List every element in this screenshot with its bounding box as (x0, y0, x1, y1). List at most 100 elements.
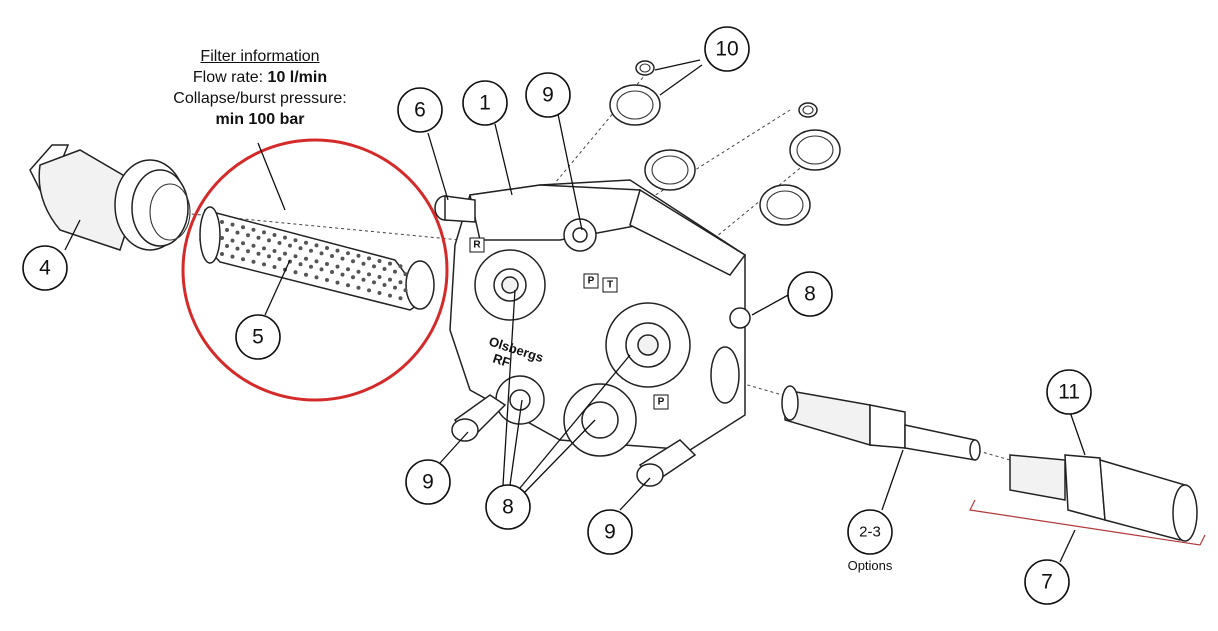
perforation-hole (335, 264, 340, 269)
perforation-hole (293, 270, 298, 275)
perforation-hole (367, 272, 371, 277)
bracket-7 (969, 499, 1206, 546)
perforation-hole (346, 283, 350, 288)
perforation-hole (272, 249, 277, 253)
perforation-hole (283, 235, 287, 240)
callout-8-right: 8 (787, 271, 833, 317)
callout-2-3: 2-3 (847, 509, 893, 555)
perforation-hole (272, 233, 277, 237)
perforation-hole (293, 254, 298, 259)
port-label-t: T (607, 280, 613, 291)
flow-rate-value: 10 l/min (267, 69, 328, 86)
perforation-hole (393, 285, 397, 290)
port-label-p2: P (658, 397, 665, 408)
perforation-hole (262, 230, 266, 235)
perforation-hole (367, 288, 371, 293)
perforation-hole (356, 253, 361, 258)
perforation-hole (309, 248, 313, 253)
perforation-hole (346, 251, 350, 256)
filter-housing-part (29, 144, 191, 251)
perforation-hole (335, 280, 340, 285)
callout-8-bottom: 8 (485, 484, 531, 530)
filter-element-part (199, 206, 435, 311)
perforation-hole (256, 251, 261, 256)
perforation-hole (335, 248, 340, 253)
svg-text:9: 9 (604, 521, 616, 544)
svg-text:8: 8 (502, 496, 514, 519)
perforation-hole (225, 228, 229, 232)
perforation-hole (241, 257, 245, 262)
perforation-hole (398, 296, 403, 301)
perforation-hole (325, 278, 329, 282)
perforation-hole (251, 227, 256, 232)
callout-6: 6 (397, 87, 443, 133)
perforation-hole (246, 233, 250, 238)
perforation-hole (377, 291, 382, 295)
perforation-hole (351, 259, 355, 264)
perforation-hole (319, 267, 324, 272)
options-label: Options (847, 558, 893, 573)
filter-highlight-circle (181, 138, 449, 402)
spool-cartridge-part (781, 385, 981, 461)
brand-text-2: RF (491, 351, 512, 371)
perforation-hole (340, 272, 345, 277)
perforation-hole (277, 241, 282, 245)
perforation-hole (377, 259, 382, 263)
perforation-hole (314, 243, 319, 248)
valve-block-part: R P T P Olsbergs RF (449, 179, 751, 457)
svg-text:9: 9 (422, 471, 434, 494)
flow-rate-line: Flow rate: 10 l/min (150, 67, 370, 88)
flow-rate-label: Flow rate: (192, 69, 268, 86)
seal-rings (609, 60, 841, 226)
perforation-hole (241, 241, 245, 246)
perforation-hole (220, 220, 224, 224)
pressure-label: Collapse/burst pressure: (173, 90, 347, 107)
perforation-hole (388, 261, 392, 266)
perforation-hole (262, 246, 266, 251)
perforation-hole (304, 256, 308, 261)
filter-info-title: Filter information (200, 48, 320, 65)
perforation-hole (277, 257, 282, 261)
perforation-hole (262, 262, 266, 267)
perforation-hole (288, 243, 292, 248)
fitting-part-6 (434, 195, 476, 223)
callout-9-bottom: 9 (587, 509, 633, 555)
perforation-hole (267, 238, 271, 243)
svg-text:1: 1 (479, 92, 491, 115)
perforation-hole (388, 277, 392, 282)
perforation-hole (361, 261, 366, 266)
perforation-hole (382, 283, 387, 287)
perforation-hole (241, 225, 245, 230)
callout-9-top: 9 (525, 72, 571, 118)
perforation-hole (367, 256, 371, 261)
perforation-hole (330, 254, 334, 258)
perforation-hole (356, 269, 361, 274)
perforation-hole (388, 293, 392, 298)
perforation-hole (256, 235, 261, 240)
perforation-hole (372, 280, 376, 285)
perforation-hole (325, 246, 329, 250)
perforation-hole (361, 277, 366, 282)
cap-spring-part (1009, 454, 1198, 542)
perforation-hole (325, 262, 329, 266)
perforation-hole (293, 238, 298, 243)
perforation-hole (220, 252, 224, 256)
svg-text:8: 8 (804, 283, 816, 306)
perforation-hole (225, 244, 229, 248)
svg-text:11: 11 (1058, 381, 1080, 404)
svg-text:6: 6 (414, 99, 426, 122)
perforation-hole (230, 238, 235, 243)
perforation-hole (272, 265, 277, 269)
perforation-hole (246, 249, 250, 254)
callout-11: 11 (1046, 369, 1092, 415)
svg-text:10: 10 (715, 38, 738, 61)
callout-5: 5 (235, 314, 281, 360)
perforation-hole (304, 240, 308, 245)
perforation-hole (314, 275, 319, 280)
svg-text:2-3: 2-3 (859, 524, 881, 541)
perforation-hole (283, 251, 287, 256)
perforation-hole (382, 267, 387, 271)
perforation-hole (356, 285, 361, 290)
perforation-hole (298, 262, 303, 267)
